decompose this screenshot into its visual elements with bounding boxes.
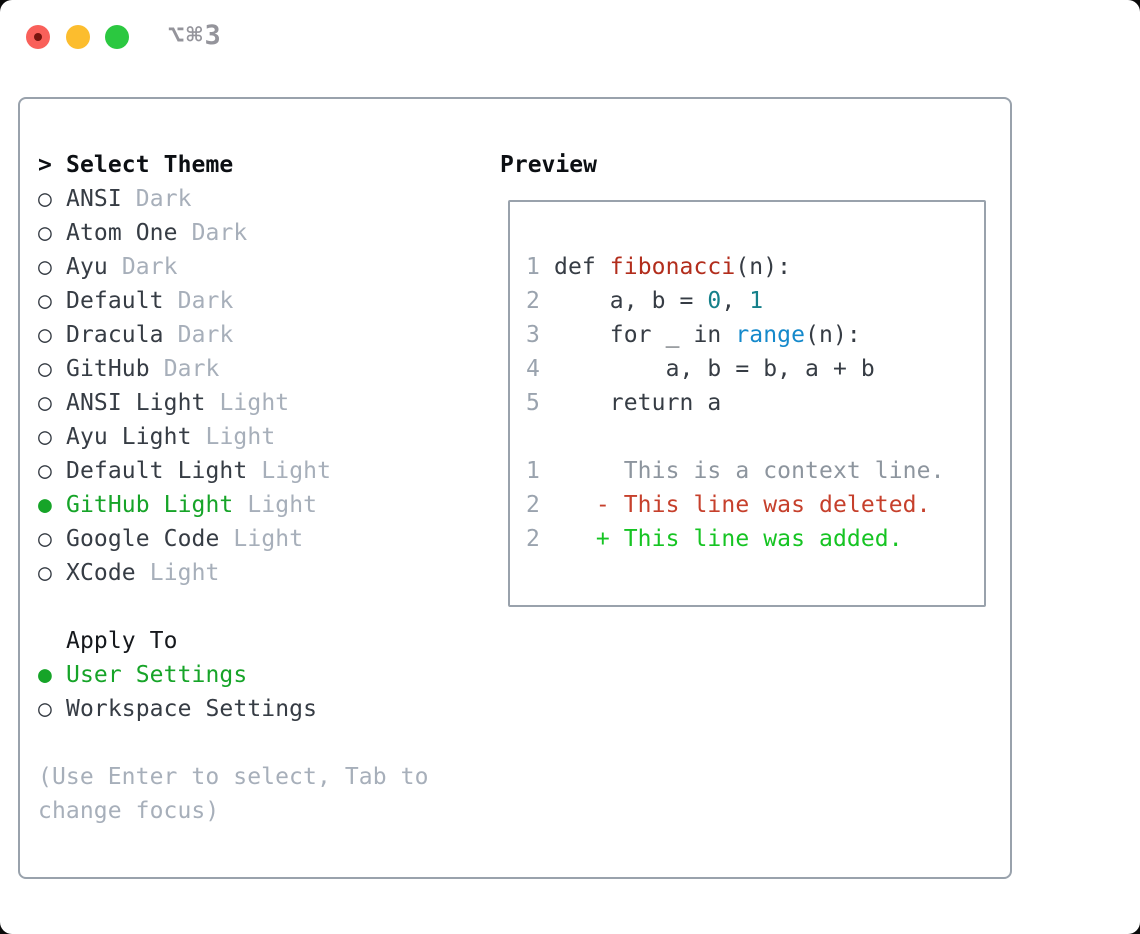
diff-context-line: 1 This is a context line. [526,454,984,488]
radio-icon [38,522,66,556]
theme-variant-tag: Dark [177,322,234,348]
preview-title: Preview [500,152,597,178]
radio-icon [38,386,66,420]
theme-variant-tag: Light [261,458,332,484]
radio-icon [38,658,66,692]
theme-variant-tag: Light [233,526,304,552]
apply-option-workspace-settings[interactable]: Workspace Settings [38,692,429,726]
spacer [38,726,429,760]
window-title: ⌥⌘3 [168,20,223,51]
radio-icon [38,216,66,250]
radio-icon [38,318,66,352]
radio-icon [38,182,66,216]
radio-icon [38,352,66,386]
line-number: 2 [526,526,540,552]
theme-variant-tag: Dark [163,356,220,382]
line-number: 4 [526,356,540,382]
caret-icon: > [38,152,52,178]
zoom-button[interactable] [105,25,129,49]
select-theme-header: > Select Theme [38,148,429,182]
code-line: 4 a, b = b, a + b [526,352,984,386]
theme-variant-tag: Dark [191,220,248,246]
keyboard-hint-line-1: (Use Enter to select, Tab to [38,764,429,790]
theme-variant-tag: Dark [177,288,234,314]
line-number: 3 [526,322,540,348]
select-theme-title: Select Theme [66,152,234,178]
code-line: 2 a, b = 0, 1 [526,284,984,318]
minimize-button[interactable] [66,25,90,49]
spacer [38,590,429,624]
theme-variant-tag: Light [149,560,220,586]
radio-icon [38,454,66,488]
radio-icon [38,488,66,522]
line-number: 2 [526,492,540,518]
radio-icon [38,420,66,454]
radio-icon [38,284,66,318]
diff-removed-line: 2 - This line was deleted. [526,488,984,522]
radio-icon [38,556,66,590]
theme-variant-tag: Dark [121,254,178,280]
line-number: 1 [526,254,540,280]
apply-option-user-settings[interactable]: User Settings [38,658,429,692]
diff-added-line: 2 + This line was added. [526,522,984,556]
keyboard-hint-line-2: change focus) [38,798,220,824]
theme-variant-tag: Dark [135,186,192,212]
theme-variant-tag: Light [205,424,276,450]
spacer [526,420,984,454]
line-number: 2 [526,288,540,314]
code-line: 5 return a [526,386,984,420]
theme-variant-tag: Light [247,492,318,518]
line-number: 1 [526,458,540,484]
theme-variant-tag: Light [219,390,290,416]
radio-icon [38,692,66,726]
close-button[interactable] [26,25,50,49]
code-line: 3 for _ in range(n): [526,318,984,352]
line-number: 5 [526,390,540,416]
title-bar: ⌥⌘3 [0,0,1140,75]
apply-to-header: Apply To [66,628,178,654]
radio-icon [38,250,66,284]
